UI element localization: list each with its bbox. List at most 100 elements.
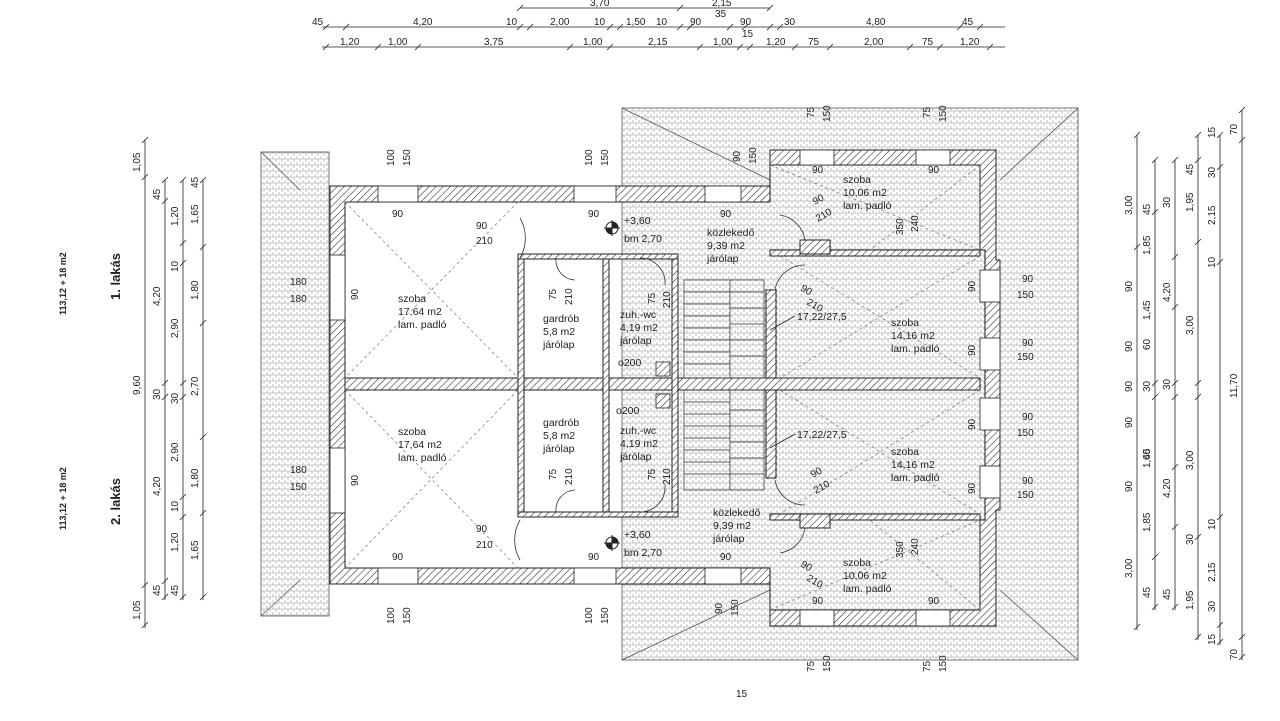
rdim-c-8: 15: [1207, 633, 1218, 645]
label-openings-w90: 90: [350, 288, 361, 300]
rdim-c-5: 4,20: [1162, 478, 1173, 498]
label-openings-w90: 90: [812, 596, 824, 607]
label-openings-w90: 90: [967, 280, 978, 292]
room-zuh-2: zuh.-wc 4,19 m2 járólap: [619, 425, 658, 463]
label-rooms-szoba_ne1-0: szoba: [843, 174, 871, 186]
room-zuh-1: zuh.-wc 4,19 m2 járólap: [619, 309, 658, 347]
stair-leaders: [769, 315, 796, 449]
ldim-inner-3: 30: [170, 392, 181, 404]
wall-gardrob-right: [602, 257, 610, 513]
label-openings-w150: 150: [1017, 290, 1034, 301]
label-openings-w150: 150: [748, 147, 759, 164]
stair-ratio-2: 17,22/27,5: [797, 429, 847, 441]
rdim-b-0: 45: [1142, 203, 1153, 215]
wall-east-bot: [769, 513, 981, 521]
wall-top-partition: [517, 253, 679, 260]
label-openings-w90: 90: [1022, 338, 1034, 349]
dim-row2-10: 1,20: [960, 37, 980, 48]
label-openings-w90: 90: [476, 524, 488, 535]
label-openings-w75: 75: [922, 106, 933, 118]
ldim-inner2-2: 1,80: [190, 280, 201, 300]
dim-row1-6: 10: [656, 17, 668, 28]
label-openings-w210: 210: [662, 468, 673, 485]
label-rooms-szoba_w2-0: szoba: [398, 426, 426, 438]
rdim-c-3: 4,20: [1162, 282, 1173, 302]
dim-row1b-0: 35: [715, 9, 727, 20]
ldim-mid-1: 4,20: [152, 286, 163, 306]
label-openings-w75: 75: [548, 468, 559, 480]
label-openings-w90: 90: [799, 559, 815, 574]
room-labels: szoba 17,64 m2 lam. padló gardrób 5,8 m2…: [398, 174, 940, 595]
rdim-b-2: 30: [1162, 378, 1173, 390]
top-dimension-labels: 3,70 2,15 45 4,20 10 2,00 10 1,50 10 90 …: [312, 0, 980, 48]
rdim-a-8: 90: [1124, 480, 1135, 492]
chimney-label-1: o200: [618, 357, 642, 369]
label-openings-w90: 90: [928, 596, 940, 607]
ldim-inner-4: 2,90: [170, 442, 181, 462]
label-openings-w180: 180: [290, 294, 307, 305]
ldim-mid-0: 45: [152, 188, 163, 200]
dim-row2-7: 75: [808, 37, 820, 48]
label-openings-w90: 90: [811, 192, 827, 207]
rdim-d-0: 1,95: [1185, 192, 1196, 212]
dim-row1-2: 10: [506, 17, 518, 28]
label-openings-w90: 90: [350, 474, 361, 486]
bm-1: bm 2,70: [624, 233, 662, 245]
rdim-b-3: 60: [1142, 448, 1153, 460]
unit1-area: 113,12 + 18 m2: [58, 252, 68, 315]
doors: [514, 214, 806, 561]
label-openings-w150: 150: [600, 607, 611, 624]
rdim-a-7: 1,45: [1142, 448, 1153, 468]
label-openings-w350: 350: [895, 218, 906, 235]
label-rooms-szoba_e2-0: szoba: [891, 446, 919, 458]
label-openings-w150: 150: [822, 655, 833, 672]
level-1: +3,60: [624, 215, 651, 227]
room-szoba-e2: szoba 14,16 m2 lam. padló: [891, 446, 940, 484]
rdim-a-10: 3,00: [1124, 558, 1135, 578]
rdim-a-0: 3,00: [1124, 195, 1135, 215]
dim-row0-0: 3,70: [590, 0, 610, 9]
label-openings-w150: 150: [1017, 490, 1034, 501]
ldim-outer-2: 1,05: [132, 600, 143, 620]
roof-ridges: [260, 107, 1079, 661]
room-szoba-ne1: szoba 10,06 m2 lam. padló: [843, 174, 892, 212]
ldim-outer-0: 1,05: [132, 152, 143, 172]
wall-hall1: [799, 239, 831, 255]
ldim-inner2-1: 1,65: [190, 204, 201, 224]
ldim-inner2-6: 45: [170, 584, 181, 596]
stairs: [683, 279, 765, 491]
wall-gardrob-left: [517, 253, 525, 517]
bm-2: bm 2,70: [624, 547, 662, 559]
rdim-d-2: 3,00: [1185, 450, 1196, 470]
label-rooms-szoba_w1-0: szoba: [398, 293, 426, 305]
label-openings-w90: 90: [809, 465, 825, 480]
rdim-c-1: 45: [1185, 163, 1196, 175]
label-openings-w90: 90: [392, 209, 404, 220]
rdim-f-2: 70: [1229, 648, 1240, 660]
ldim-mid-2: 30: [152, 388, 163, 400]
label-rooms-gardrob1-0: gardrób: [543, 313, 579, 325]
left-dimensions: [141, 136, 207, 629]
room-diagonals: [344, 164, 981, 611]
label-openings-w100: 100: [584, 149, 595, 166]
label-openings-w150: 150: [402, 149, 413, 166]
dim-row1-4: 10: [594, 17, 606, 28]
rdim-a-9: 1,85: [1142, 512, 1153, 532]
rdim-d-3: 1,95: [1185, 590, 1196, 610]
label-openings-w210: 210: [564, 468, 575, 485]
rdim-e-2: 10: [1207, 256, 1218, 268]
rdim-f-0: 70: [1229, 123, 1240, 135]
party-wall: [344, 377, 981, 391]
label-openings-w90: 90: [714, 602, 725, 614]
rdim-e-3: 10: [1207, 518, 1218, 530]
label-rooms-zuh2-0: zuh.-wc: [620, 425, 656, 437]
dim-row1-9: 30: [784, 17, 796, 28]
ldim-inner-1: 10: [170, 260, 181, 272]
rdim-e-5: 30: [1207, 600, 1218, 612]
label-openings-w210: 210: [564, 288, 575, 305]
dim-row2-2: 3,75: [484, 37, 504, 48]
left-dimension-labels: 1,05 9,60 1,05 45 4,20 30 4,20 45 1,20 1…: [132, 152, 201, 620]
label-rooms-gardrob1-1: 5,8 m2: [543, 326, 575, 338]
wall-stair-right2: [765, 389, 777, 479]
label-rooms-szoba_e1-2: lam. padló: [891, 343, 940, 355]
